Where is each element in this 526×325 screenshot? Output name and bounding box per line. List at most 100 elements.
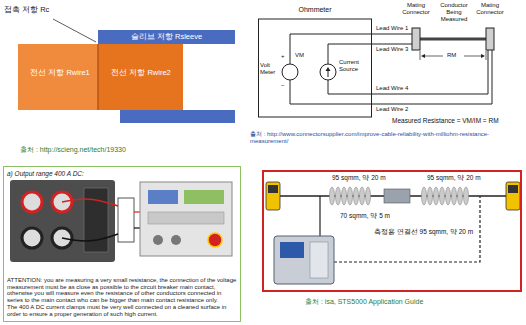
insulator-disc xyxy=(360,187,365,205)
insulator-disc xyxy=(366,187,371,205)
node-text: a) Output range 400 A DC: xyxy=(7,170,237,177)
wire-label: Lead Wire 1 xyxy=(376,25,408,32)
insulator xyxy=(422,187,469,205)
wire-label: Lead Wire 4 xyxy=(376,85,408,92)
sense-cable xyxy=(134,211,140,212)
node-subtext: 95 sqmm, 약 20 m xyxy=(427,174,481,181)
formula-note: Measured Resistance = VM/IM = RM xyxy=(392,117,499,124)
front-panel xyxy=(140,182,232,256)
callout-label: 접촉 저항 Rc xyxy=(4,6,49,15)
test-set-screen xyxy=(280,242,304,258)
insulator-disc xyxy=(458,187,463,205)
node-text: 전선 저항 Rwire2 xyxy=(111,69,171,78)
current-arrow xyxy=(328,70,329,77)
node-subtext: 70 sqmm, 약 5 m xyxy=(340,212,390,219)
polarity-sign: − xyxy=(281,82,285,89)
current-arrow xyxy=(326,67,331,71)
meter-screen xyxy=(268,185,278,193)
sleeve-bar xyxy=(120,110,235,123)
part-label: Mating Connector xyxy=(474,2,506,16)
current-cable xyxy=(62,234,118,241)
socket xyxy=(22,228,42,248)
wire-resistance-block: 전선 저항 Rwire1 xyxy=(24,58,96,88)
current-source: Current Source xyxy=(318,50,370,90)
instruction-panel: a) Output range 400 A DC: ATTENTION: you … xyxy=(3,166,241,322)
insulator-disc xyxy=(342,187,347,205)
display xyxy=(184,190,224,204)
measurement-setup-panel: 95 sqmm, 약 20 m 95 sqmm, 약 20 m 70 sqmm, 약… xyxy=(262,170,522,292)
insulator-disc xyxy=(434,187,439,205)
node-subtext: VM xyxy=(295,52,304,59)
knob xyxy=(153,235,163,245)
resistance-symbol: RM xyxy=(447,52,456,59)
node-text: 전선 저항 Rwire1 xyxy=(30,69,90,78)
conductor xyxy=(420,38,486,41)
node-subtext: 측정용 연결선 95 sqmm, 약 20 m xyxy=(374,228,473,235)
insulator-disc xyxy=(440,187,445,205)
lead-wire xyxy=(290,50,492,104)
insulator xyxy=(330,187,371,205)
mating-connector xyxy=(412,28,420,50)
wire-label: Lead Wire 2 xyxy=(376,106,408,113)
insulator-disc xyxy=(422,187,427,205)
insulator-disc xyxy=(354,187,359,205)
node-text: 슬리브 저항 Rsleeve xyxy=(131,33,202,42)
part-label: Mating Connector xyxy=(400,2,432,16)
dimension-arrow xyxy=(481,54,485,58)
source-lead xyxy=(319,196,320,236)
meter-circle xyxy=(282,64,298,80)
wire-block xyxy=(98,44,183,110)
node-text: Volt Meter xyxy=(260,62,281,76)
breaker-body xyxy=(384,189,410,203)
polarity-sign: + xyxy=(281,53,285,60)
insulator-disc xyxy=(452,187,457,205)
wire-resistance-block: 전선 저항 Rwire2 xyxy=(102,58,180,88)
insulator-disc xyxy=(330,187,335,205)
test-set xyxy=(274,236,334,284)
insulator-disc xyxy=(428,187,433,205)
meter-screen xyxy=(508,185,518,193)
insulator-disc xyxy=(348,187,353,205)
node-text: Ohmmeter xyxy=(258,6,372,14)
sleeve-resistance-bar: 슬리브 저항 Rsleeve xyxy=(98,30,235,44)
dimension-line xyxy=(464,56,483,57)
insulator-disc xyxy=(336,187,341,205)
wire-label: Lead Wire 3 xyxy=(376,46,408,53)
mating-connector xyxy=(486,28,494,50)
sense-cable xyxy=(134,227,140,228)
test-set-lid xyxy=(310,242,328,278)
clamp-meter xyxy=(506,182,520,210)
dimension-tick xyxy=(420,51,421,60)
dimension-arrow xyxy=(421,54,425,58)
node-subtext: ATTENTION: you are measuring a very smal… xyxy=(7,277,237,305)
source-caption: 출처 : http://scieng.net/tech/19330 xyxy=(20,146,126,154)
current-cable xyxy=(62,199,118,206)
box-outline xyxy=(259,19,372,117)
dimension-line xyxy=(423,56,443,57)
contact-seam xyxy=(97,44,99,110)
node-text: 95 sqmm, 약 20 m xyxy=(332,174,386,181)
node-text: Current Source xyxy=(339,59,370,73)
wire-block xyxy=(18,44,98,110)
source-caption: 출처 : http://www.connectorsupplier.com/im… xyxy=(250,131,522,145)
insulator-disc xyxy=(464,187,469,205)
control-strip xyxy=(84,188,108,252)
lead-wire xyxy=(328,50,488,94)
part-label: Conductor Being Measured xyxy=(434,2,474,23)
display xyxy=(148,190,178,204)
meter-circle xyxy=(320,64,336,80)
insulator-disc xyxy=(446,187,451,205)
measuring-lead xyxy=(334,196,480,262)
knob xyxy=(171,235,181,245)
source-caption: 출처 : isa, STS5000 Application Guide xyxy=(305,298,423,306)
dimension-tick xyxy=(486,51,487,60)
emergency-button xyxy=(208,233,222,247)
clamp-meter xyxy=(266,182,280,210)
circuit-breaker xyxy=(118,198,134,242)
node-subtext: The 400 A DC current clamps must be very… xyxy=(7,304,237,318)
socket xyxy=(22,192,42,212)
ohmmeter-box: OhmmeterVolt Meter VM Current Source xyxy=(258,6,372,118)
